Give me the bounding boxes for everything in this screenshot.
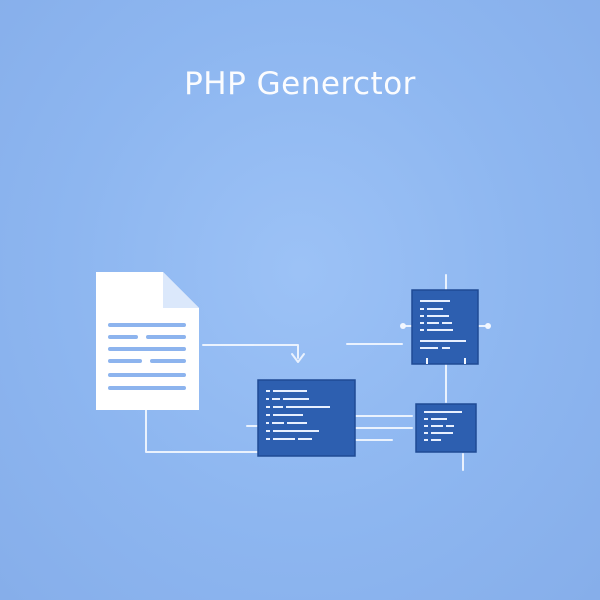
connector-doc-to-main-top	[202, 344, 299, 359]
top-code-panel	[411, 289, 479, 365]
top-panel-ports	[400, 323, 491, 364]
document-icon	[96, 272, 199, 410]
code-window-icon-top	[400, 289, 491, 365]
main-code-lines	[266, 390, 330, 440]
document-fold	[163, 272, 199, 308]
bottom-code-lines	[424, 411, 462, 441]
document-lines	[108, 323, 186, 390]
code-window-icon-bottom	[415, 403, 477, 453]
arrow-head-main	[291, 353, 305, 363]
connector-doc-to-main-bottom	[145, 409, 259, 453]
code-window-icon-main	[257, 379, 356, 457]
connectors	[145, 274, 489, 471]
top-code-lines	[420, 300, 466, 349]
page-title: PHP Generctor	[184, 66, 416, 102]
main-code-panel	[257, 379, 356, 457]
